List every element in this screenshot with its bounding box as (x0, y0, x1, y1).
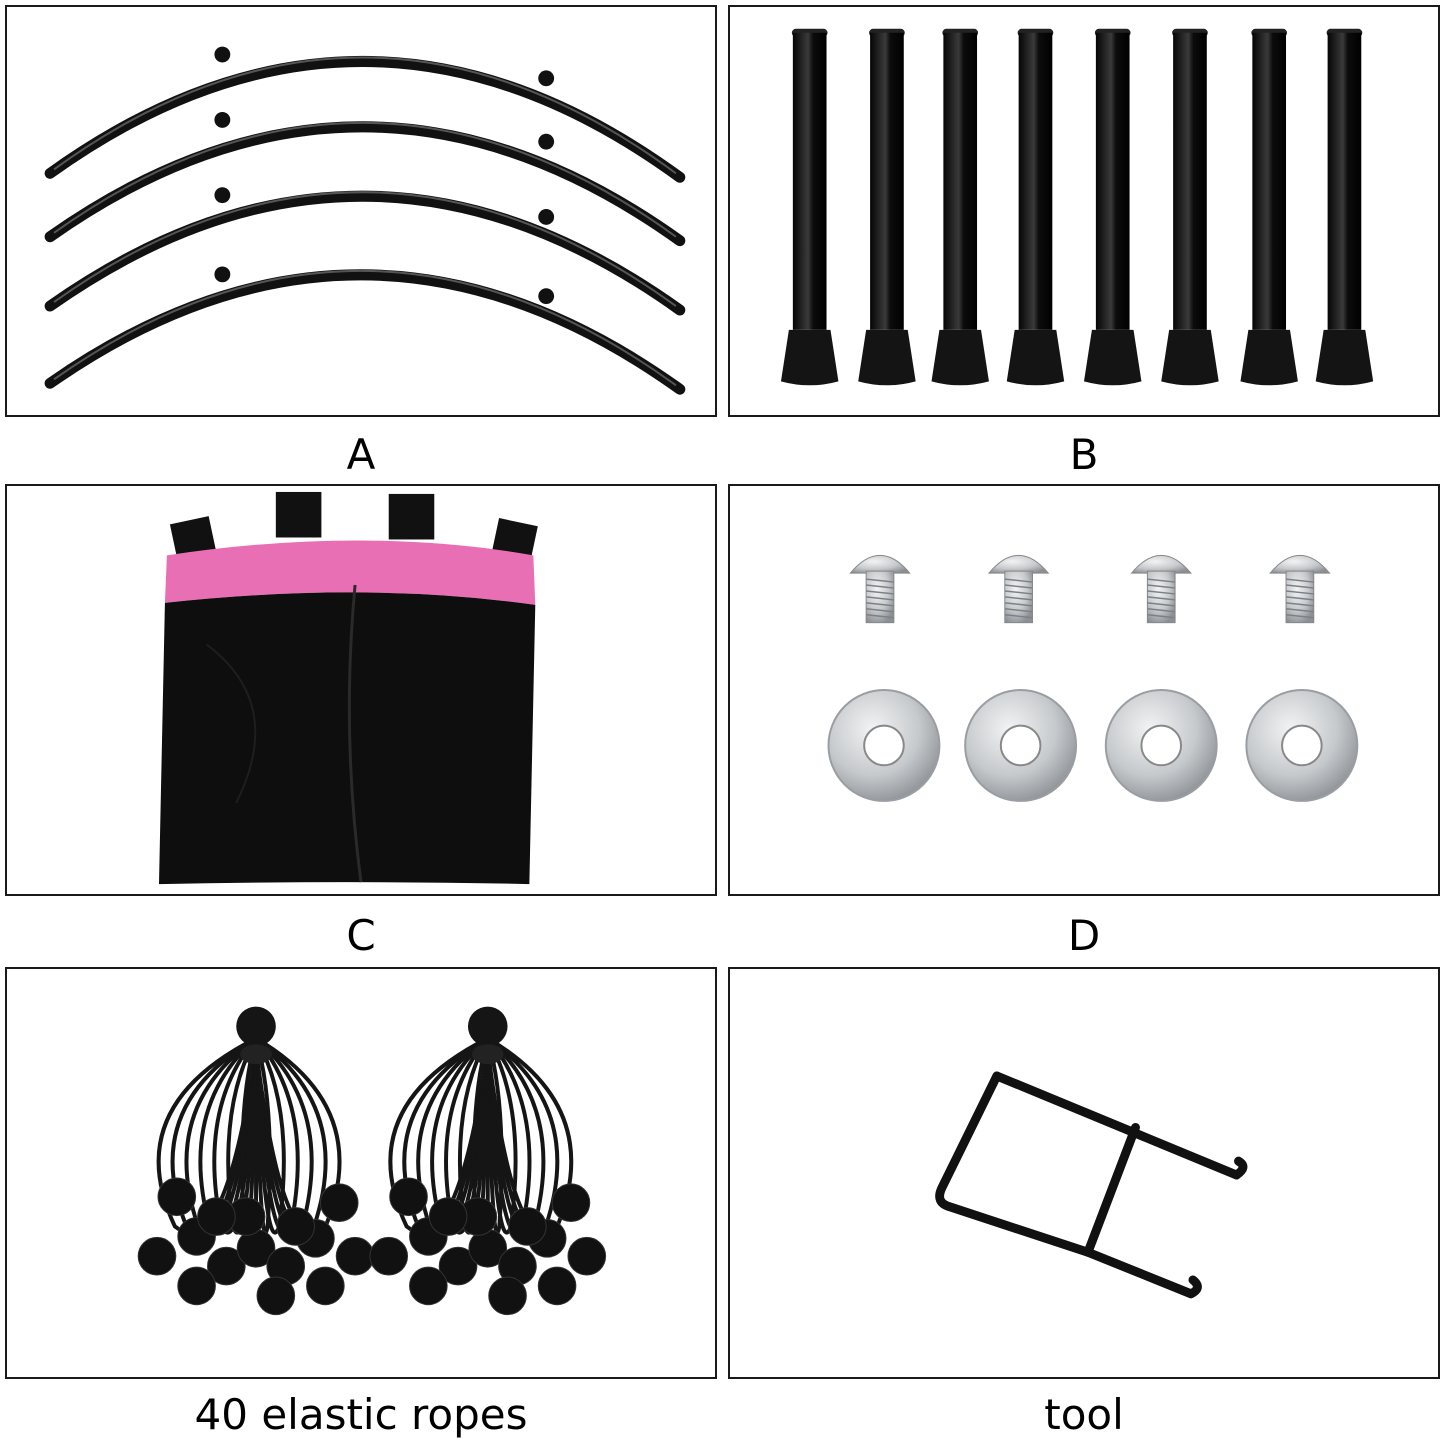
washer (827, 689, 941, 802)
leg (931, 28, 989, 386)
washer (1245, 689, 1359, 802)
panel-e-elastic-ropes (5, 967, 717, 1379)
screw (849, 554, 911, 624)
screw (1130, 554, 1193, 624)
tool-image (935, 1071, 1248, 1299)
panel-b-legs (728, 5, 1440, 417)
panel-a-curved-tubes (5, 5, 717, 417)
leg (1084, 28, 1142, 386)
label-d: D (1067, 911, 1101, 960)
label-tool: tool (1044, 1390, 1124, 1439)
screw (1269, 554, 1331, 624)
screw (987, 554, 1050, 624)
leg (858, 28, 916, 386)
rope-bundle (369, 1006, 607, 1316)
leg (1315, 28, 1374, 386)
leg (780, 28, 839, 386)
label-b: B (1069, 430, 1099, 479)
bag-image (158, 491, 538, 885)
label-c: C (346, 911, 376, 960)
rope-bundle (137, 1006, 375, 1316)
washer (964, 689, 1078, 802)
curved-tubes-image (44, 46, 686, 395)
label-a: A (346, 430, 376, 479)
label-elastic-ropes: 40 elastic ropes (194, 1390, 528, 1439)
screws-washers-image (827, 554, 1359, 802)
leg (1240, 28, 1298, 386)
panel-c-bag (5, 484, 717, 896)
elastic-ropes-image (137, 1006, 607, 1316)
legs-image (780, 28, 1374, 386)
panel-d-screws-washers (728, 484, 1440, 896)
leg (1006, 28, 1065, 386)
washer (1104, 689, 1218, 802)
panel-f-tool (728, 967, 1440, 1379)
leg (1161, 28, 1219, 386)
